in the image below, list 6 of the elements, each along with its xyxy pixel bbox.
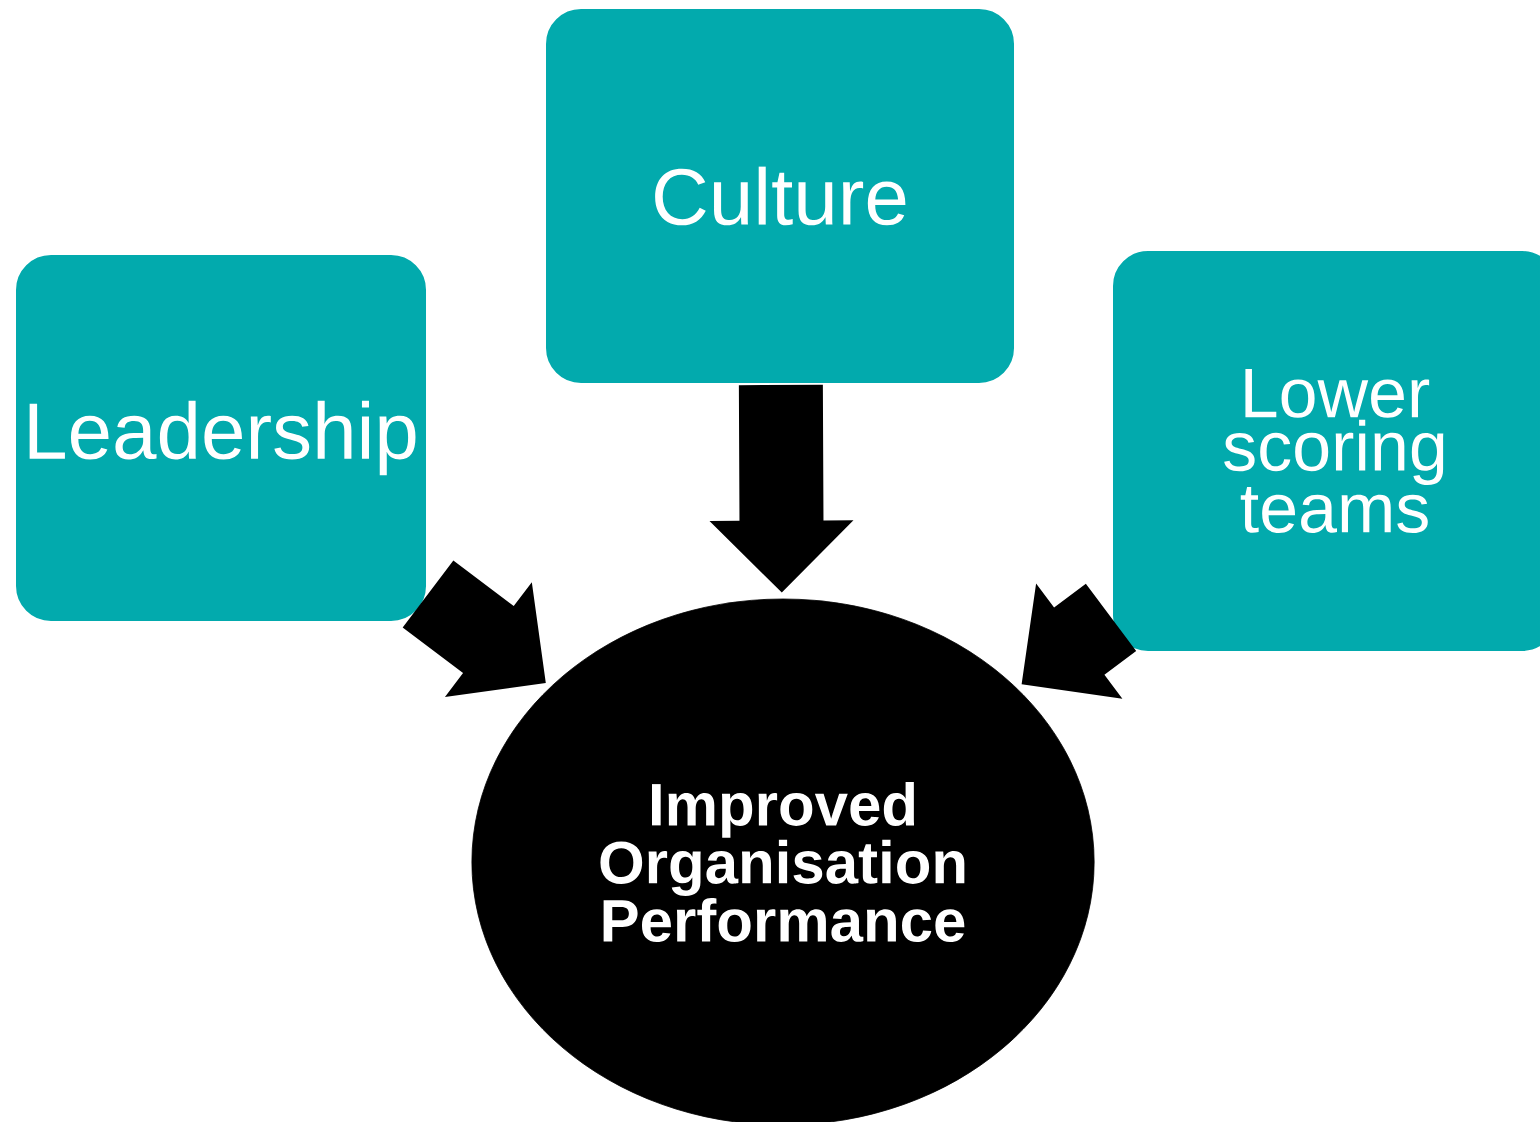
process-box: Lower scoring teams <box>1111 249 1540 653</box>
process-box: Leadership <box>14 253 428 623</box>
block-arrow <box>709 384 854 593</box>
block-arrow <box>402 560 546 697</box>
block-arrow <box>1021 583 1137 699</box>
process-box: Culture <box>544 7 1016 385</box>
